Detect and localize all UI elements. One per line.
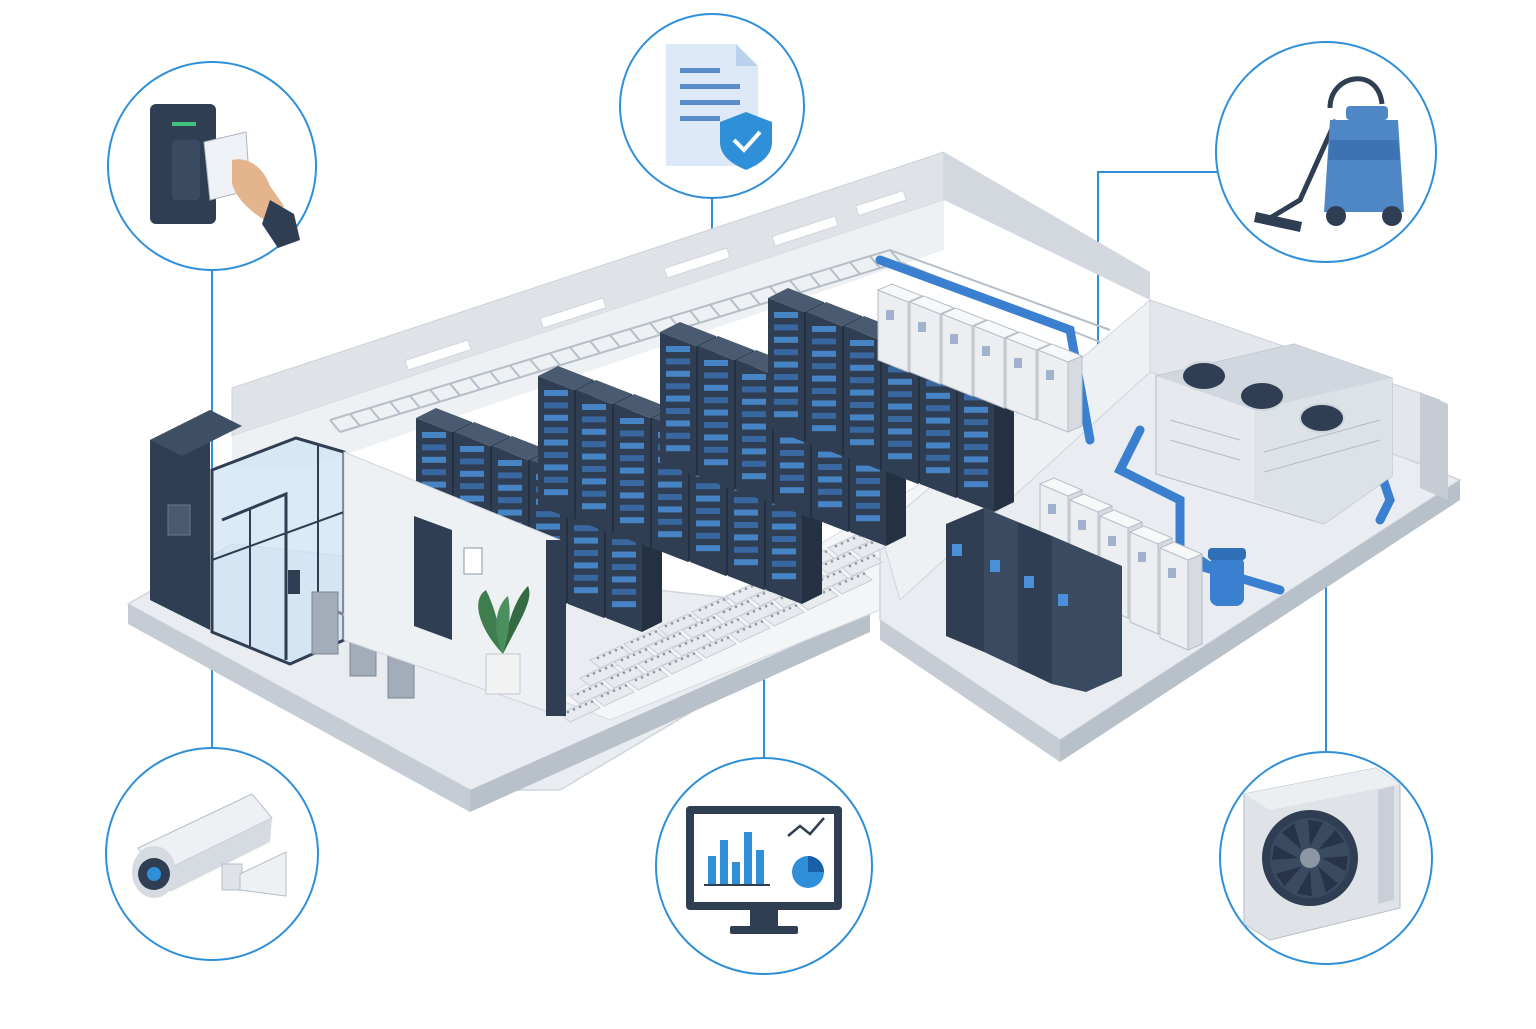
tray-rung bbox=[609, 334, 621, 348]
tray-rung bbox=[809, 273, 821, 287]
floor-tile bbox=[763, 603, 805, 627]
electrical-cabinet bbox=[1158, 541, 1204, 651]
back-wall-top-right bbox=[944, 152, 1150, 300]
cable-tray bbox=[329, 248, 1111, 433]
tray-rung bbox=[869, 255, 881, 269]
floor-tile bbox=[841, 553, 883, 577]
tray-rung bbox=[729, 297, 741, 312]
tray-rung bbox=[389, 401, 401, 415]
tray-rung bbox=[629, 328, 641, 342]
fan-blade bbox=[1318, 866, 1339, 893]
callout-surveillance bbox=[105, 747, 319, 961]
potted-plant bbox=[478, 586, 530, 695]
tray-rung bbox=[549, 352, 561, 366]
tray-rung bbox=[789, 279, 801, 293]
fan-blade bbox=[1296, 870, 1312, 896]
tray-rung bbox=[649, 322, 661, 336]
tray-rung bbox=[409, 395, 421, 409]
tray-rung bbox=[829, 267, 841, 281]
chiller-unit bbox=[1155, 343, 1393, 525]
shield-document-icon bbox=[666, 44, 772, 170]
callout-compliance bbox=[619, 13, 805, 199]
tray-rung bbox=[489, 370, 501, 385]
floor-tile bbox=[661, 651, 703, 675]
tray-rung bbox=[429, 389, 441, 403]
callout-circles bbox=[105, 13, 1437, 975]
floor-tile bbox=[831, 571, 873, 595]
fan-blade bbox=[1318, 829, 1345, 850]
ups-cabinets bbox=[946, 508, 1122, 692]
floor-tile bbox=[729, 619, 771, 643]
plant-room bbox=[946, 343, 1393, 692]
vacuum-cleaner-icon bbox=[1254, 76, 1404, 232]
main-floor-edge-front bbox=[470, 612, 870, 812]
plant-floor-edge-front bbox=[1060, 480, 1460, 762]
pipe-pump bbox=[1208, 548, 1246, 606]
floor-tile bbox=[695, 635, 737, 659]
tray-rung bbox=[329, 419, 341, 433]
tray-rung bbox=[509, 364, 521, 378]
card-reader-icon bbox=[150, 104, 300, 248]
tray-rung bbox=[589, 340, 601, 354]
tray-rung bbox=[349, 413, 361, 427]
fan-blade bbox=[1275, 866, 1302, 887]
plant-floor-edge bbox=[880, 620, 1060, 762]
fan-blade bbox=[1281, 823, 1302, 850]
callout-access-control bbox=[107, 61, 317, 271]
plant-right-wall bbox=[1420, 392, 1448, 500]
callout-monitoring bbox=[655, 757, 873, 975]
ceiling-lights bbox=[404, 189, 907, 371]
tray-rung bbox=[369, 407, 381, 421]
tray-rung bbox=[469, 376, 481, 391]
tray-rung bbox=[889, 249, 901, 263]
fan-blade bbox=[1322, 856, 1348, 872]
electrical-cabinet bbox=[1036, 343, 1084, 433]
callout-cooling bbox=[1219, 751, 1433, 965]
fan-blade bbox=[1272, 844, 1298, 860]
lobby-door bbox=[414, 516, 452, 640]
tray-rung bbox=[569, 346, 581, 360]
cctv-camera-icon bbox=[132, 793, 287, 898]
callout-cleaning bbox=[1215, 41, 1437, 263]
fan-blade bbox=[1308, 820, 1324, 846]
connector-cleaning bbox=[1097, 171, 1218, 410]
entrance-zone bbox=[150, 410, 566, 717]
floor-tile bbox=[559, 699, 601, 723]
back-wall-left-face bbox=[232, 200, 944, 470]
tray-rung bbox=[849, 261, 861, 275]
tray-rung bbox=[529, 358, 541, 372]
floor-tile bbox=[593, 683, 635, 707]
tray-rung bbox=[449, 382, 461, 397]
main-floor-edge bbox=[128, 604, 470, 812]
tray-rung bbox=[749, 291, 761, 306]
floor-tile bbox=[705, 617, 747, 641]
tray-rung bbox=[689, 310, 701, 324]
analytics-monitor-icon bbox=[686, 806, 842, 934]
tray-rung bbox=[709, 304, 721, 318]
floor-tile bbox=[627, 667, 669, 691]
ac-condenser-icon bbox=[1243, 767, 1401, 941]
